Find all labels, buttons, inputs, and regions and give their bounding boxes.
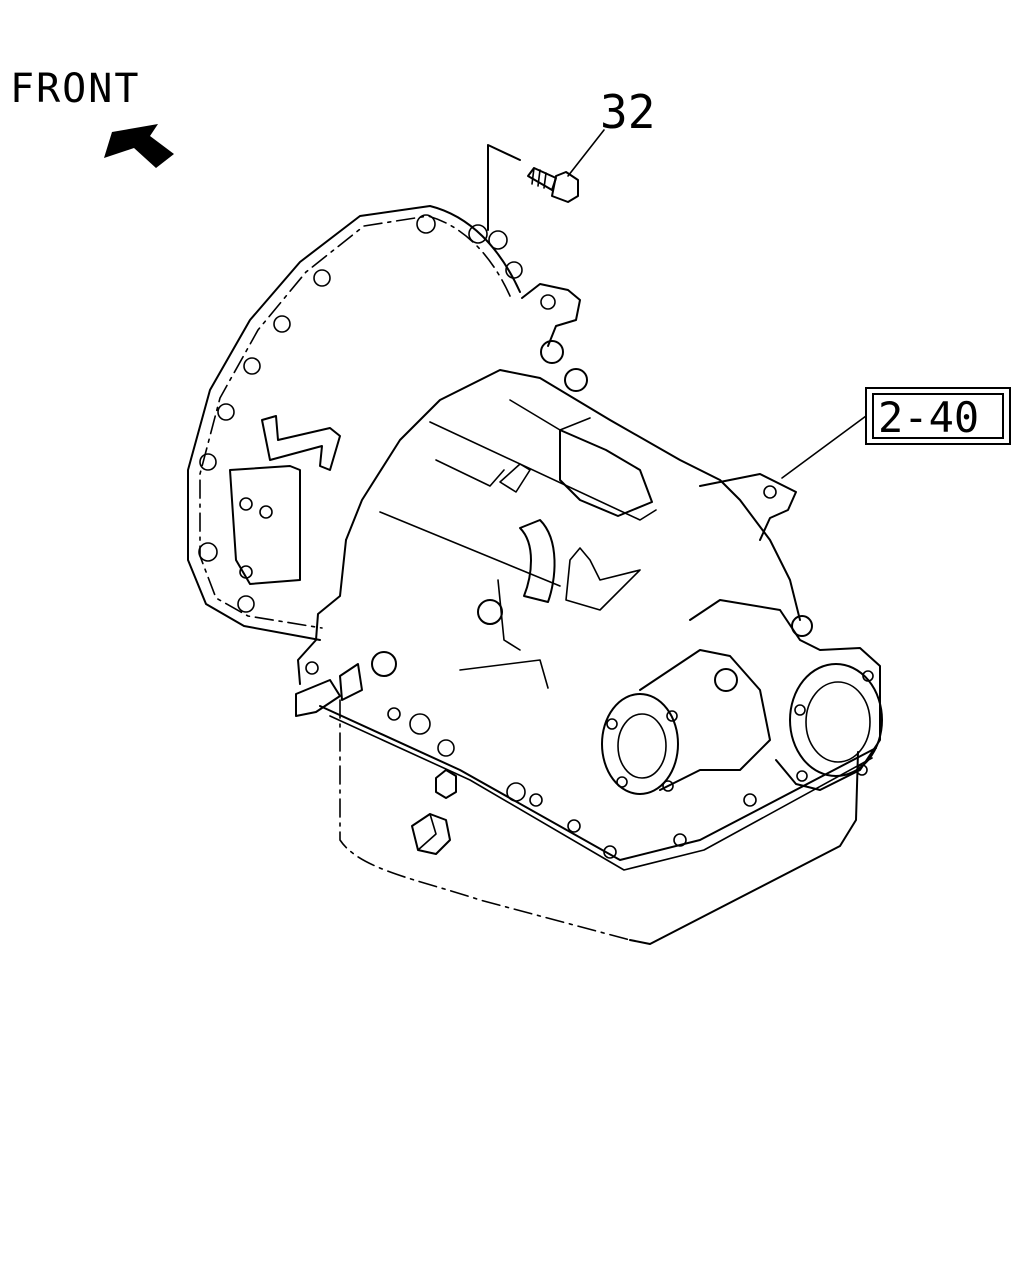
transmission-assembly-drawing (187, 205, 883, 945)
front-arrow-icon (104, 124, 174, 168)
bolt-32 (487, 129, 605, 231)
callout-32-label: 32 (600, 85, 655, 139)
callout-2-40: 2-40 (781, 387, 1011, 479)
callout-2-40-label: 2-40 (878, 393, 979, 442)
front-label: FRONT (10, 66, 140, 112)
